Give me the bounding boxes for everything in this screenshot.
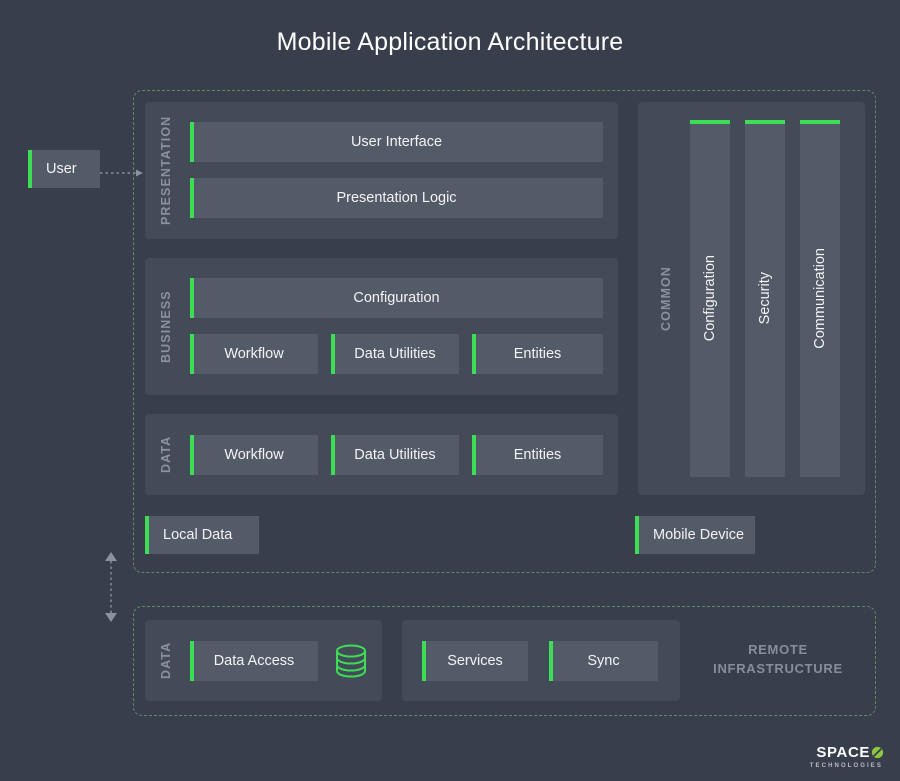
remote-caption-line1: REMOTE	[748, 642, 808, 657]
common-configuration-column[interactable]: Configuration	[690, 120, 730, 477]
remote-caption-line2: INFRASTRUCTURE	[713, 661, 843, 676]
user-label: User	[46, 161, 77, 177]
data-entities-box[interactable]: Entities	[472, 435, 603, 475]
mobile-device-region	[133, 90, 876, 573]
local-data-label: Local Data	[163, 527, 233, 543]
services-label: Services	[447, 653, 503, 669]
slashed-circle-icon	[871, 746, 884, 759]
data-access-label: Data Access	[213, 653, 295, 669]
business-entities-box[interactable]: Entities	[472, 334, 603, 374]
business-entities-label: Entities	[513, 346, 562, 362]
local-data-box[interactable]: Local Data	[145, 516, 259, 554]
presentation-logic-label: Presentation Logic	[336, 190, 457, 206]
business-data-utilities-label: Data Utilities	[354, 346, 436, 362]
business-configuration-box[interactable]: Configuration	[190, 278, 603, 318]
logo-tagline: TECHNOLOGIES	[809, 763, 883, 769]
data-data-utilities-label: Data Utilities	[354, 447, 436, 463]
logo-wordmark: SPACE	[810, 745, 884, 760]
remote-infrastructure-caption: REMOTE INFRASTRUCTURE	[690, 640, 866, 678]
common-security-column[interactable]: Security	[745, 120, 785, 477]
user-box[interactable]: User	[28, 150, 100, 188]
user-interface-label: User Interface	[350, 134, 443, 150]
data-entities-label: Entities	[513, 447, 562, 463]
brand-logo: SPACE TECHNOLOGIES	[810, 745, 884, 769]
remote-data-group-label: DATA	[159, 641, 173, 680]
data-access-box[interactable]: Data Access	[190, 641, 318, 681]
logo-name: SPACE	[816, 744, 870, 761]
data-data-utilities-box[interactable]: Data Utilities	[331, 435, 459, 475]
presentation-layer-label: PRESENTATION	[159, 115, 173, 226]
common-communication-label: Communication	[812, 248, 828, 349]
business-layer-label: BUSINESS	[159, 290, 173, 363]
sync-label: Sync	[587, 653, 620, 669]
business-data-utilities-box[interactable]: Data Utilities	[331, 334, 459, 374]
mobile-device-label: Mobile Device	[653, 527, 745, 543]
data-workflow-label: Workflow	[224, 447, 284, 463]
vertical-double-arrow-icon	[105, 552, 117, 622]
business-configuration-label: Configuration	[353, 290, 440, 306]
common-panel-label: COMMON	[659, 266, 673, 331]
presentation-logic-box[interactable]: Presentation Logic	[190, 178, 603, 218]
business-workflow-box[interactable]: Workflow	[190, 334, 318, 374]
common-communication-column[interactable]: Communication	[800, 120, 840, 477]
page-title: Mobile Application Architecture	[276, 28, 624, 56]
mobile-device-box[interactable]: Mobile Device	[635, 516, 755, 554]
remote-infrastructure-region	[133, 606, 876, 716]
data-workflow-box[interactable]: Workflow	[190, 435, 318, 475]
business-workflow-label: Workflow	[224, 346, 284, 362]
data-layer-label: DATA	[159, 435, 173, 474]
common-security-label: Security	[757, 272, 773, 325]
sync-box[interactable]: Sync	[549, 641, 658, 681]
services-box[interactable]: Services	[422, 641, 528, 681]
database-cylinder-icon	[336, 644, 366, 678]
common-configuration-label: Configuration	[702, 255, 718, 342]
user-interface-box[interactable]: User Interface	[190, 122, 603, 162]
dotted-arrow-right-icon	[100, 169, 143, 177]
